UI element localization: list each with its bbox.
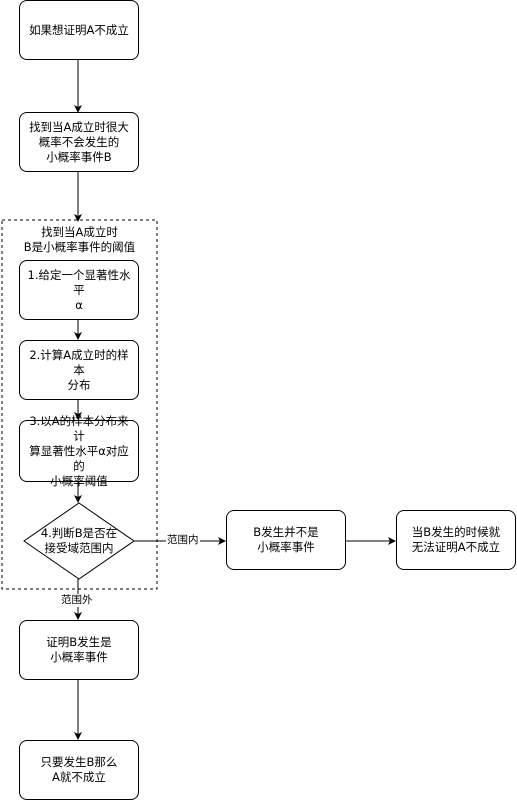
decision-diamond xyxy=(23,502,135,580)
not-small-event-node: B发生并不是 小概率事件 xyxy=(226,510,346,570)
threshold-group-label: 找到当A成立时 B是小概率事件的阈值 xyxy=(23,225,136,254)
edge-label-inside: 范围内 xyxy=(166,534,200,547)
cannot-prove-node: 当B发生的时候就 无法证明A不成立 xyxy=(396,510,516,570)
decision-node-label: 4.判断B是否在 接受域范围内 xyxy=(40,526,118,555)
threshold-group-border xyxy=(1,219,158,590)
step1-node: 1.给定一个显著性水平 α xyxy=(19,260,139,320)
conclusion-node: 只要发生B那么 A就不成立 xyxy=(19,740,139,800)
is-small-event-node: 证明B发生是 小概率事件 xyxy=(19,620,139,680)
find-event-node: 找到当A成立时很大概率不会发生的 小概率事件B xyxy=(19,112,139,172)
step3-node: 3.以A的样本分布来计 算显著性水平α对应的 小概率阈值 xyxy=(19,414,139,488)
edge-label-outside: 范围外 xyxy=(60,594,94,607)
start-node: 如果想证明A不成立 xyxy=(19,0,139,60)
step2-node: 2.计算A成立时的样本 分布 xyxy=(19,340,139,400)
